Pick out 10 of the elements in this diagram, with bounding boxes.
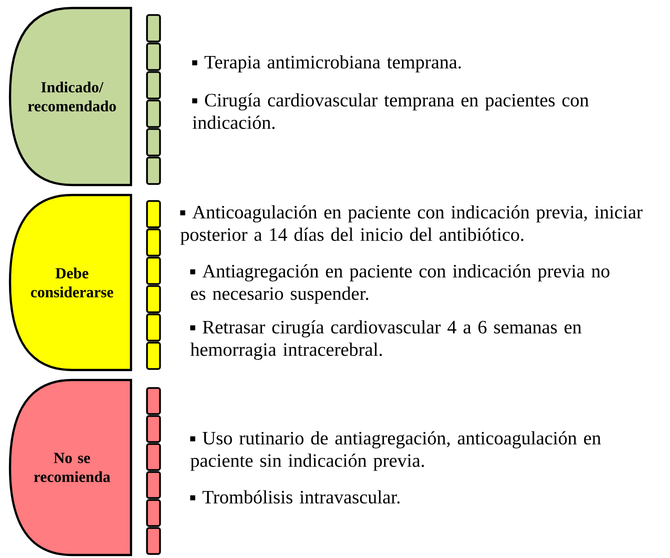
bullet-item: Anticoagulación en paciente con indicación previa, iniciar posterior a 14 días del inicio del antibiótico. [180,205,643,245]
half-dome-box: Debe considerarse [8,194,132,372]
bullet-item: Terapia antimicrobiana temprana. [192,55,461,72]
bullet-item: Antiagregación en paciente con indicación previa no es necesario suspender. [190,264,610,304]
bullet-item: Trombólisis intravascular. [190,490,400,504]
bullet-item: Cirugía cardiovascular temprana en pacientes con indicación. [192,93,589,130]
bullet-item: Retrasar cirugía cardiovascular 4 a 6 semanas en hemorragia intracerebral. [190,320,582,360]
half-dome-box: No se recomienda [8,378,132,556]
half-dome-box: Indicado/ recomendado [8,6,132,186]
bullet-item: Uso rutinario de antiagregación, anticoagulación en paciente sin indicación previa. [190,431,601,471]
